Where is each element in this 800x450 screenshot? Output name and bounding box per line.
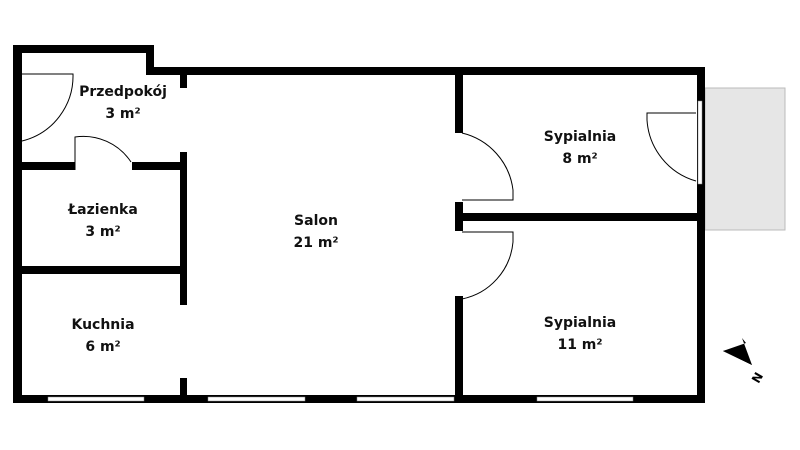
bedroom-2-door bbox=[461, 231, 514, 300]
room-name: Kuchnia bbox=[71, 317, 135, 333]
room-name: Łazienka bbox=[68, 202, 138, 218]
bedroom-1-door bbox=[461, 132, 514, 201]
balcony bbox=[704, 87, 786, 231]
room-name: Przedpokój bbox=[79, 84, 167, 100]
room-label-lazienka: Łazienka 3 m² bbox=[68, 199, 138, 243]
room-label-salon: Salon 21 m² bbox=[293, 210, 338, 254]
doors bbox=[21, 73, 697, 300]
room-area: 3 m² bbox=[105, 106, 141, 122]
room-label-sypialnia-8: Sypialnia 8 m² bbox=[544, 126, 617, 170]
room-name: Sypialnia bbox=[543, 129, 617, 145]
room-name: Sypialnia bbox=[543, 315, 617, 331]
room-area: 11 m² bbox=[557, 337, 603, 353]
room-label-przedpokoj: Przedpokój 3 m² bbox=[79, 81, 167, 125]
entrance-door bbox=[21, 73, 74, 142]
room-name: Salon bbox=[294, 213, 338, 229]
room-area: 6 m² bbox=[85, 339, 121, 355]
compass: N bbox=[723, 338, 766, 386]
windows bbox=[47, 100, 703, 402]
balcony-door bbox=[646, 112, 697, 182]
bathroom-door bbox=[74, 135, 132, 170]
room-area: 21 m² bbox=[293, 235, 339, 251]
compass-label: N bbox=[749, 370, 766, 386]
room-area: 8 m² bbox=[562, 151, 598, 167]
room-label-kuchnia: Kuchnia 6 m² bbox=[71, 314, 134, 358]
room-area: 3 m² bbox=[85, 224, 121, 240]
room-label-sypialnia-11: Sypialnia 11 m² bbox=[544, 312, 617, 356]
